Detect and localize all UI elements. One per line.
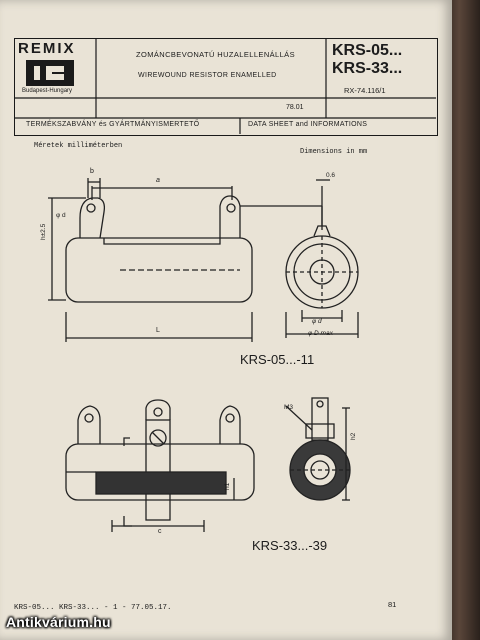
section-english: DATA SHEET and INFORMATIONS xyxy=(248,121,368,128)
note-dimensions: Dimensions in mm xyxy=(300,148,368,156)
note-millimeters: Méretek milliméterben xyxy=(34,142,123,150)
dim-h1-label: h1 xyxy=(224,482,231,490)
drawing-krs33 xyxy=(65,397,351,532)
product-code-1: KRS-05... xyxy=(332,42,403,59)
dim-L-label: L xyxy=(156,327,160,334)
dim-a-label: a xyxy=(156,177,160,184)
header-frame xyxy=(14,38,438,136)
datasheet-page: REMIX Budapest-Hungary ZOMÁNCBEVONATÚ HU… xyxy=(0,0,452,640)
dim-h2-label: h2 xyxy=(350,432,357,440)
logo-city: Budapest-Hungary xyxy=(22,88,73,94)
caption-krs33: KRS-33...-39 xyxy=(252,538,328,553)
date-code: 78.01 xyxy=(286,104,304,111)
dim-d-label: φ d xyxy=(312,318,322,325)
book-binding xyxy=(448,0,480,640)
title-hungarian: ZOMÁNCBEVONATÚ HUZALELLENÁLLÁS xyxy=(136,50,295,59)
product-code-2: KRS-33... xyxy=(332,60,403,77)
dim-06-label: 0.6 xyxy=(326,172,336,179)
logo-text: REMIX xyxy=(18,40,76,57)
watermark: Antikvárium.hu xyxy=(6,614,111,630)
reference-number: RX-74.116/1 xyxy=(344,86,386,95)
logo-mark xyxy=(26,60,74,86)
dim-b-label: b xyxy=(90,168,94,175)
footer-text: KRS-05... KRS-33... - 1 - 77.05.17. xyxy=(14,604,172,612)
header-grid-lines xyxy=(15,39,436,134)
dim-hole-label: φ d xyxy=(56,212,66,219)
dim-Dmax-label: φ D max xyxy=(308,330,333,337)
dim-M3-label: M3 xyxy=(284,404,294,411)
title-english: WIREWOUND RESISTOR ENAMELLED xyxy=(138,72,277,79)
dim-c-label: c xyxy=(158,528,162,535)
drawing-krs05 xyxy=(48,178,359,342)
section-hungarian: TERMÉKSZABVÁNY és GYÁRTMÁNYISMERTETŐ xyxy=(26,121,200,128)
caption-krs05: KRS-05...-11 xyxy=(240,352,315,367)
page-number: 81 xyxy=(388,600,397,609)
